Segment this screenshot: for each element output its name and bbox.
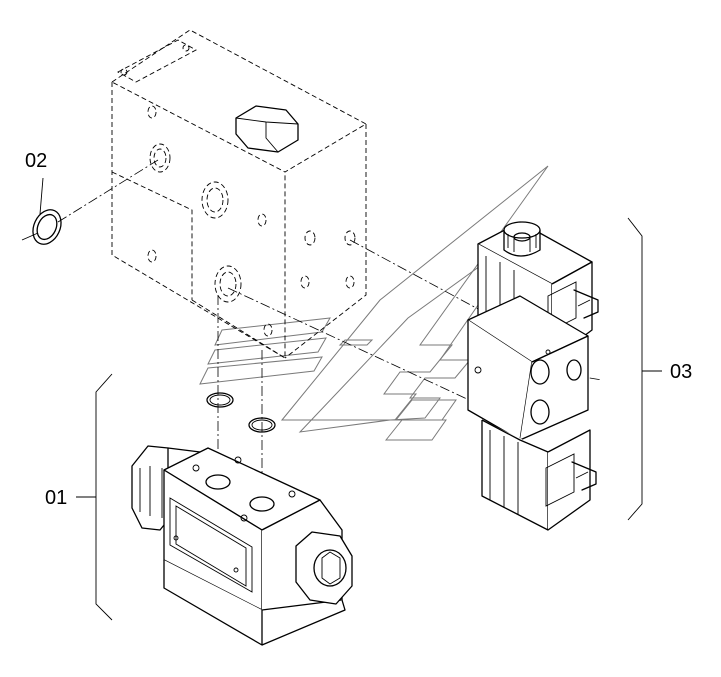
- manifold-block: [111, 29, 367, 359]
- assembly-lines: [57, 159, 603, 500]
- brackets: [76, 217, 662, 621]
- callout-02: 02: [25, 150, 47, 172]
- callout-03: 03: [670, 361, 692, 383]
- callout-01: 01: [45, 487, 67, 509]
- o-rings: [206, 392, 276, 433]
- solenoid-valve-03: [467, 221, 599, 531]
- valve-body-01: [131, 445, 353, 646]
- seal-ring-02: [21, 177, 62, 245]
